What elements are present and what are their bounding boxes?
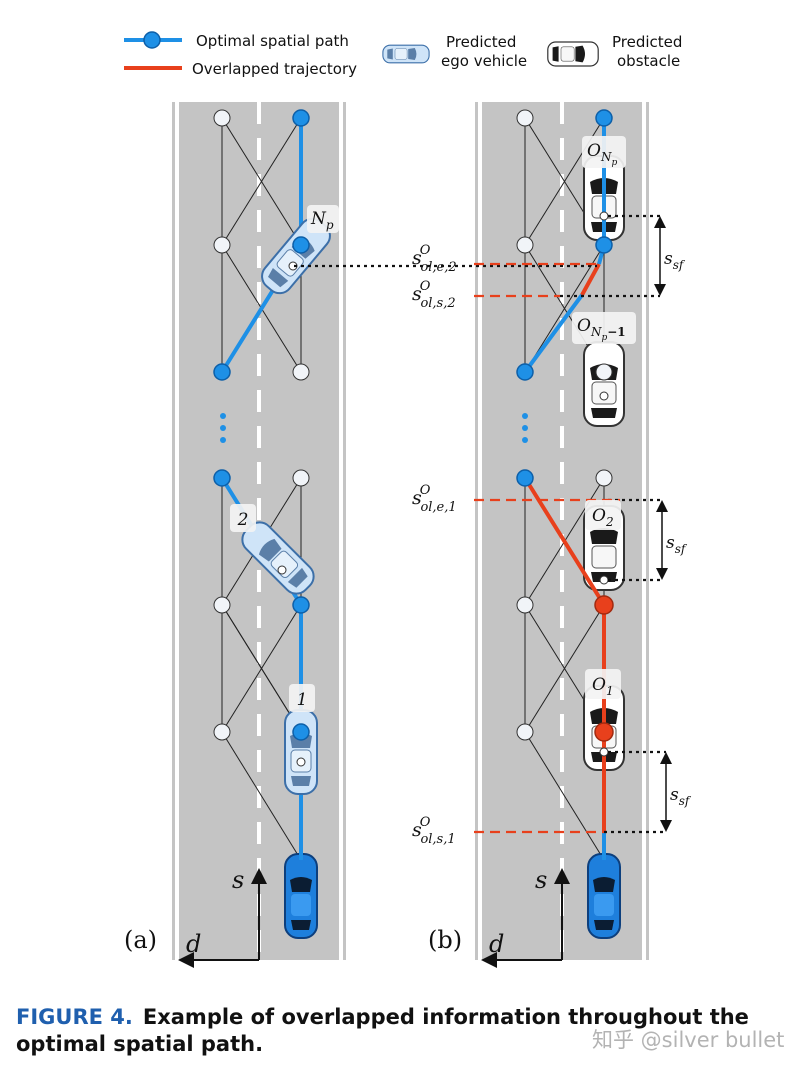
panel-b-label: (b): [428, 926, 462, 954]
node-label-np: Np: [310, 209, 334, 232]
obstacle-label-onp: ONp: [587, 141, 617, 168]
watermark: 知乎 @silver bullet: [592, 1028, 785, 1052]
nodes-a: [213, 109, 310, 741]
figure-caption: FIGURE 4.Example of overlapped informati…: [16, 1004, 796, 1058]
ssf-label-3: ssf: [670, 785, 692, 808]
legend-obstacle-label-1: Predicted: [612, 33, 682, 51]
caption-text: Example of overlapped information throug…: [16, 1005, 749, 1056]
legend-obstacle-car-icon: [547, 41, 599, 67]
nodes-b: [516, 109, 614, 742]
ssf-label-2: ssf: [666, 533, 688, 556]
ref-point-a-2: [277, 565, 287, 575]
legend-ego-label-2: ego vehicle: [441, 52, 527, 70]
panel-a-label: (a): [124, 926, 157, 954]
car-b-obstacle-np-1: [583, 341, 625, 427]
node-label-2: 2: [237, 510, 249, 530]
obstacle-label-o1: O1: [592, 675, 614, 698]
legend-optimal-node: [143, 31, 161, 49]
ref-point-b-2: [599, 575, 609, 585]
legend-ego-car-icon: [382, 44, 430, 64]
axis-b-s-label: s: [535, 866, 547, 894]
legend: Optimal spatial path Overlapped trajecto…: [124, 31, 682, 78]
car-a-pred-1: [284, 709, 318, 795]
legend-ego-label-1: Predicted: [446, 33, 516, 51]
ref-point-a-1: [296, 757, 306, 767]
axis-a-d-label: d: [186, 930, 201, 958]
figure-svg: Optimal spatial path Overlapped trajecto…: [124, 31, 692, 968]
ref-point-b-1: [599, 747, 609, 757]
axis-b-d-label: d: [489, 930, 504, 958]
ref-point-b-np: [599, 211, 609, 221]
ssf-label-1: ssf: [664, 249, 686, 272]
ref-point-b-np-1: [599, 391, 609, 401]
panel-a: 1 2 Np s d (a): [124, 102, 346, 968]
legend-overlap-label: Overlapped trajectory: [192, 60, 357, 78]
caption-label: FIGURE 4.: [16, 1005, 133, 1029]
ssf-arrows: [654, 216, 672, 832]
legend-obstacle-label-2: obstacle: [617, 52, 680, 70]
optimal-path-b-upper-1: [523, 293, 584, 374]
overlap-path-b-upper: [580, 263, 601, 296]
legend-optimal-label: Optimal spatial path: [196, 32, 349, 50]
car-a-ego: [284, 853, 318, 939]
axis-a-s-label: s: [232, 866, 244, 894]
ssf-guides: [294, 214, 666, 834]
obstacle-label-o2: O2: [592, 506, 614, 529]
node-label-1: 1: [297, 690, 308, 710]
obstacle-label-onp-1: ONp−1: [577, 316, 626, 343]
car-b-ego: [587, 853, 621, 939]
